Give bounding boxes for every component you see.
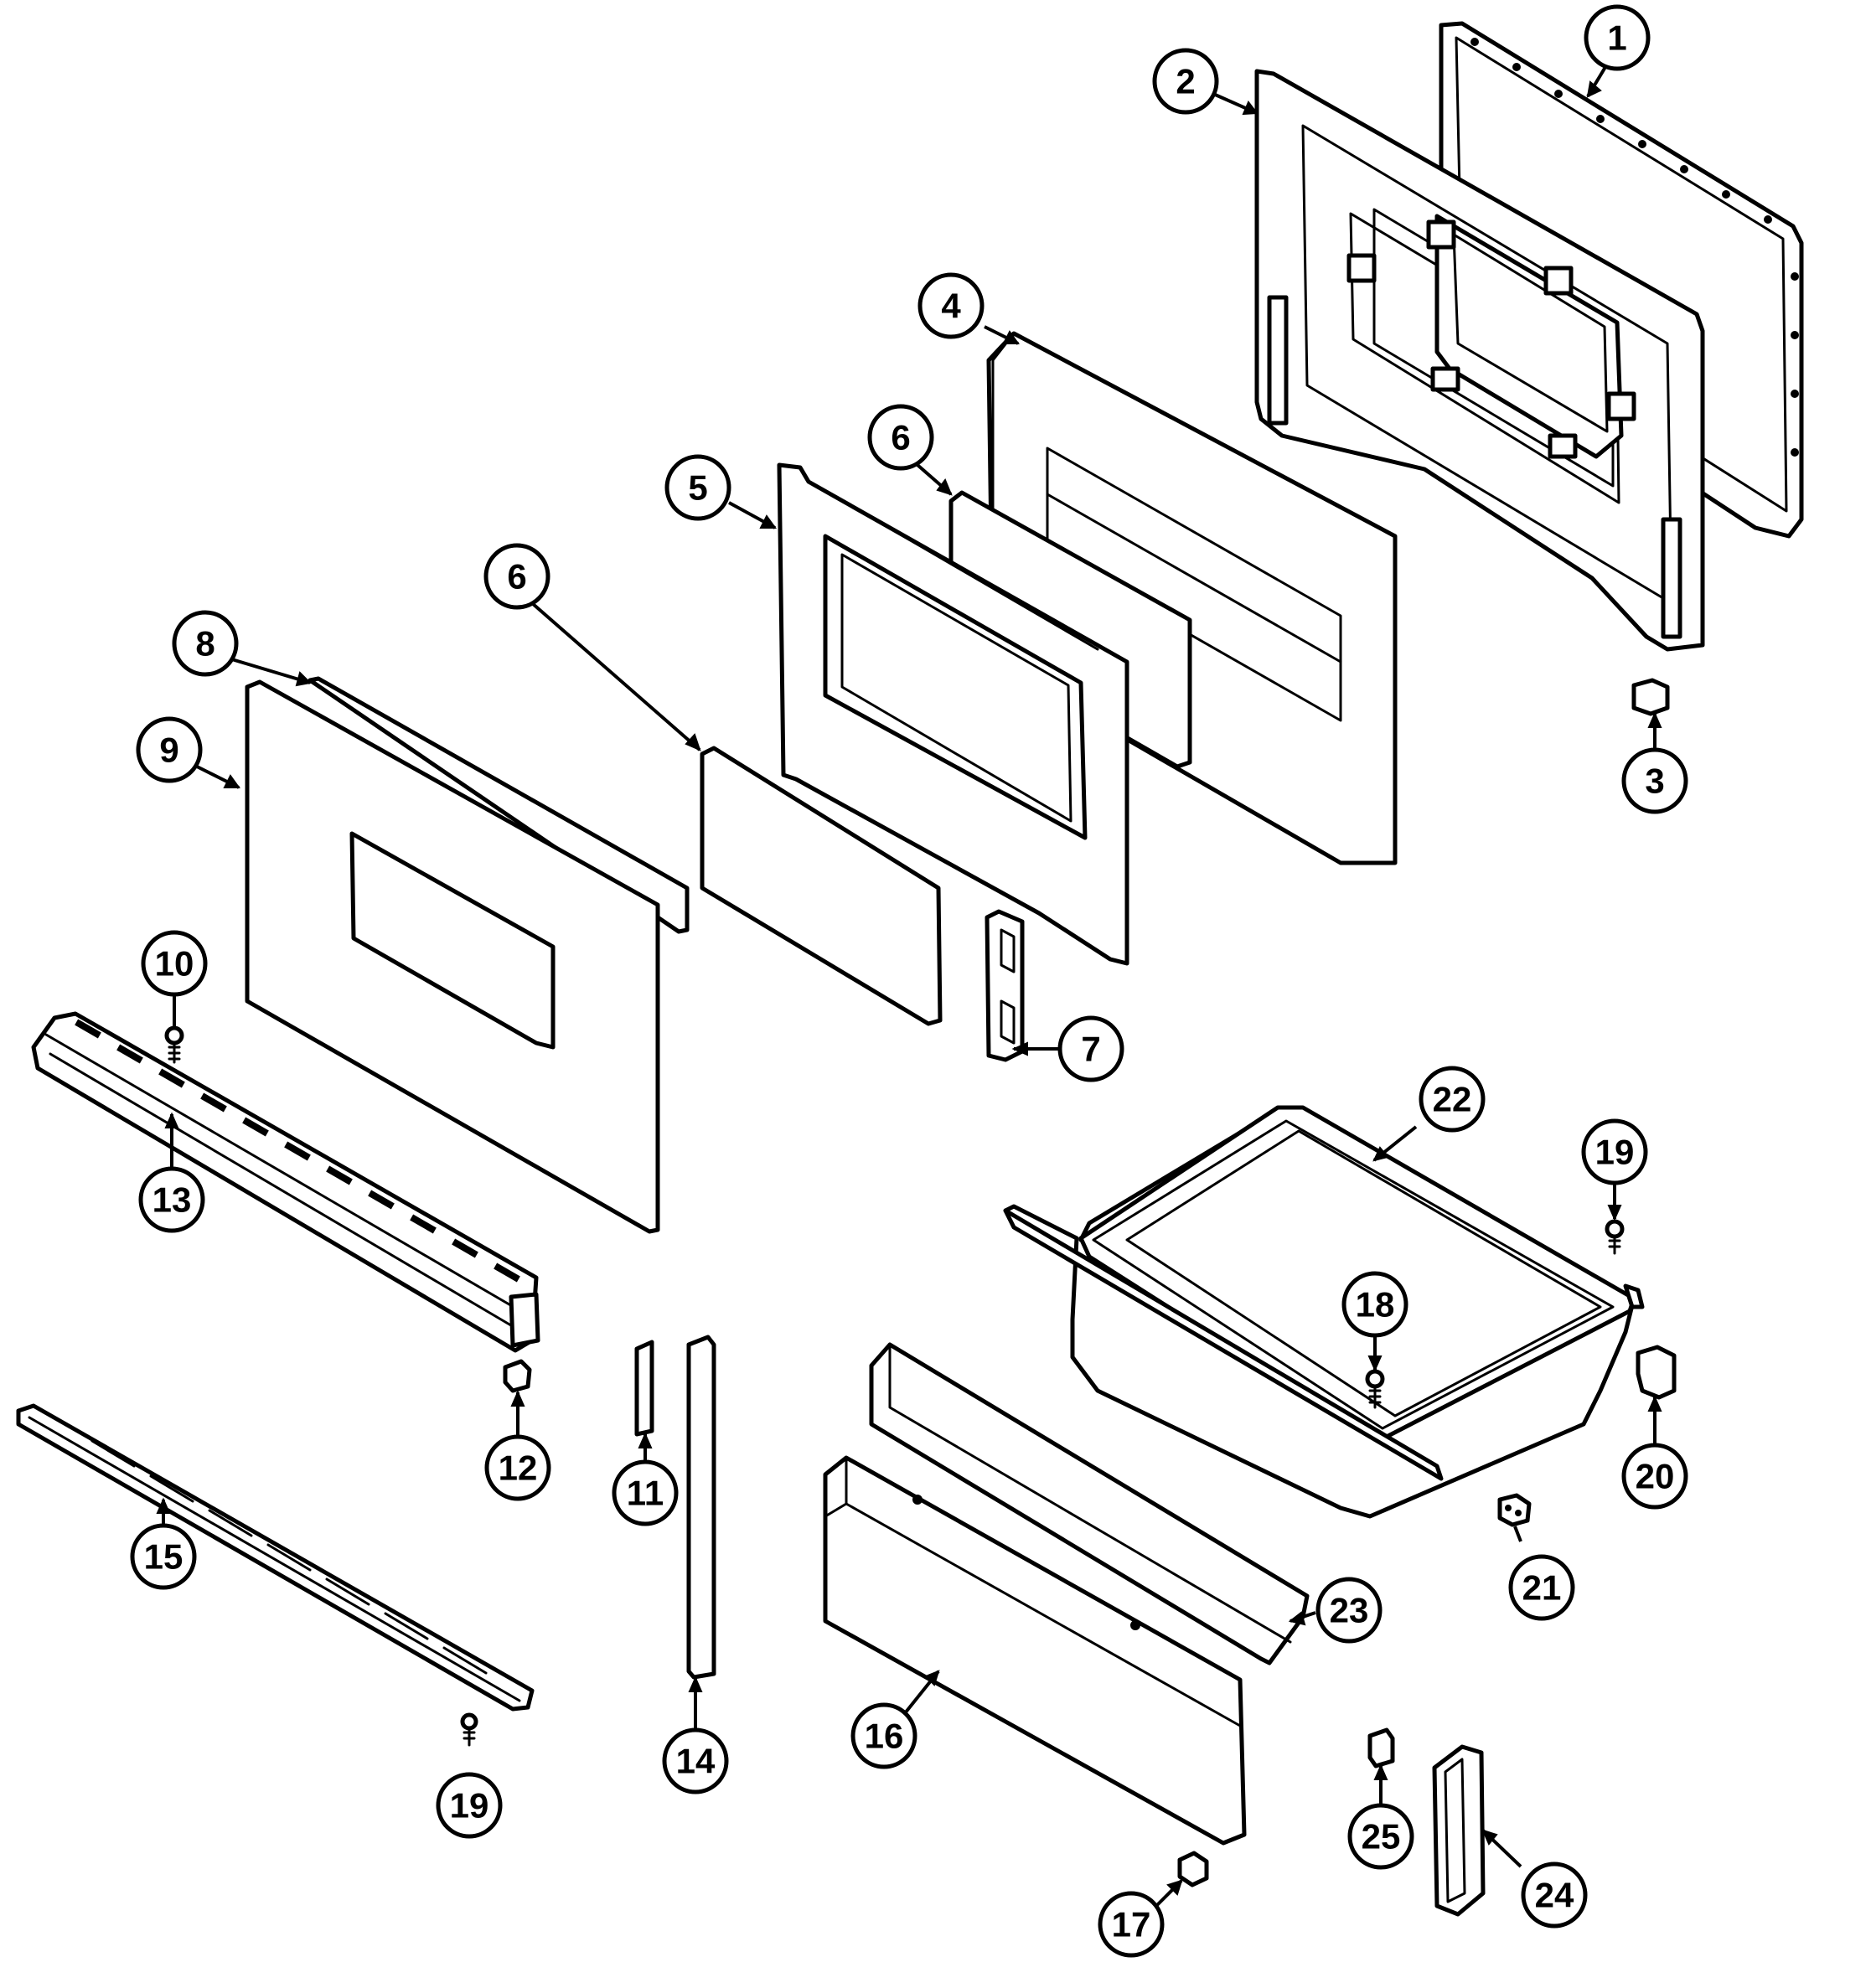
part-6-lower-glass [700,746,943,1026]
callout-label: 11 [627,1474,664,1513]
callout-label: 7 [1081,1030,1100,1069]
leader-6b [530,602,701,751]
leader-8 [225,656,311,684]
callout-label: 19 [450,1786,489,1825]
callout-label: 5 [688,468,707,508]
callout-label: 21 [1522,1568,1562,1608]
callout-6-lower: 6 [483,543,550,610]
callout-17: 17 [1098,1891,1165,1958]
callout-label: 6 [507,557,526,596]
part-20-drawer-clip [1636,1345,1677,1400]
callout-label: 3 [1645,762,1664,801]
callout-6-upper: 6 [867,404,934,471]
callout-18: 18 [1341,1271,1408,1338]
callout-label: 2 [1176,62,1195,101]
callout-1: 1 [1584,4,1651,71]
callout-label: 20 [1636,1457,1675,1496]
leader-arrowheads [156,80,1662,1896]
callout-label: 12 [499,1448,538,1488]
callout-14: 14 [662,1727,729,1794]
part-12-end-clip [503,1359,532,1393]
callout-12: 12 [484,1434,551,1501]
callout-label: 22 [1433,1080,1472,1119]
callout-22: 22 [1419,1066,1486,1133]
part-10-screw [164,1025,184,1064]
part-17-nut [1177,1851,1209,1887]
part-2-inner-door-liner [1254,69,1705,652]
callout-label: 1 [1607,18,1626,58]
part-24-guide [1432,1744,1486,1917]
callout-label: 13 [152,1180,192,1220]
callout-10: 10 [141,930,208,997]
part-19-screw-upper [1605,1219,1625,1255]
callout-19-right: 19 [1581,1118,1648,1185]
part-19-screw-lower [460,1712,478,1747]
part-22-drawer-pan [1003,1105,1645,1519]
part-15-lower-trim [16,1403,535,1712]
part-16-drawer-front [823,1455,1247,1846]
part-9-outer-door [245,679,660,1234]
part-13-handle-trim [31,1011,540,1353]
callout-23: 23 [1315,1577,1383,1644]
callout-label: 10 [155,944,194,984]
callout-label: 16 [865,1717,904,1756]
part-5-inner-panel [777,462,1129,966]
part-14-side-trim [686,1335,716,1680]
callout-20: 20 [1621,1443,1688,1510]
part-3-clip [1631,678,1670,716]
callout-13: 13 [138,1166,205,1233]
callout-label: 6 [891,418,910,457]
part-21-block [1497,1493,1532,1527]
part-7-hinge [985,909,1025,1062]
callout-label: 18 [1356,1285,1395,1324]
callout-19-lower: 19 [436,1772,503,1839]
leader-21 [1513,1526,1522,1542]
callout-label: 15 [144,1537,183,1577]
callout-25: 25 [1347,1803,1414,1870]
callout-2: 2 [1152,48,1219,115]
callout-label: 4 [941,287,961,326]
callout-7: 7 [1057,1015,1124,1082]
callout-8: 8 [172,610,239,677]
callout-label: 17 [1112,1905,1151,1944]
callout-label: 23 [1330,1591,1369,1630]
callout-11: 11 [612,1459,679,1526]
callout-4: 4 [917,272,985,339]
part-11-strip [634,1340,654,1437]
callout-label: 8 [195,624,214,664]
callout-9: 9 [136,716,203,783]
callout-label: 25 [1362,1817,1401,1856]
callout-16: 16 [850,1702,917,1769]
callout-24: 24 [1521,1861,1588,1929]
part-23-drawer-strip [869,1342,1310,1665]
callout-15: 15 [130,1523,197,1590]
callout-5: 5 [664,454,731,521]
part-25-pad [1367,1727,1395,1769]
callout-21: 21 [1508,1554,1575,1621]
callout-label: 24 [1535,1876,1574,1915]
callout-3: 3 [1621,747,1688,814]
callout-label: 9 [159,731,178,770]
callout-label: 19 [1595,1133,1635,1172]
callout-label: 14 [676,1742,716,1781]
